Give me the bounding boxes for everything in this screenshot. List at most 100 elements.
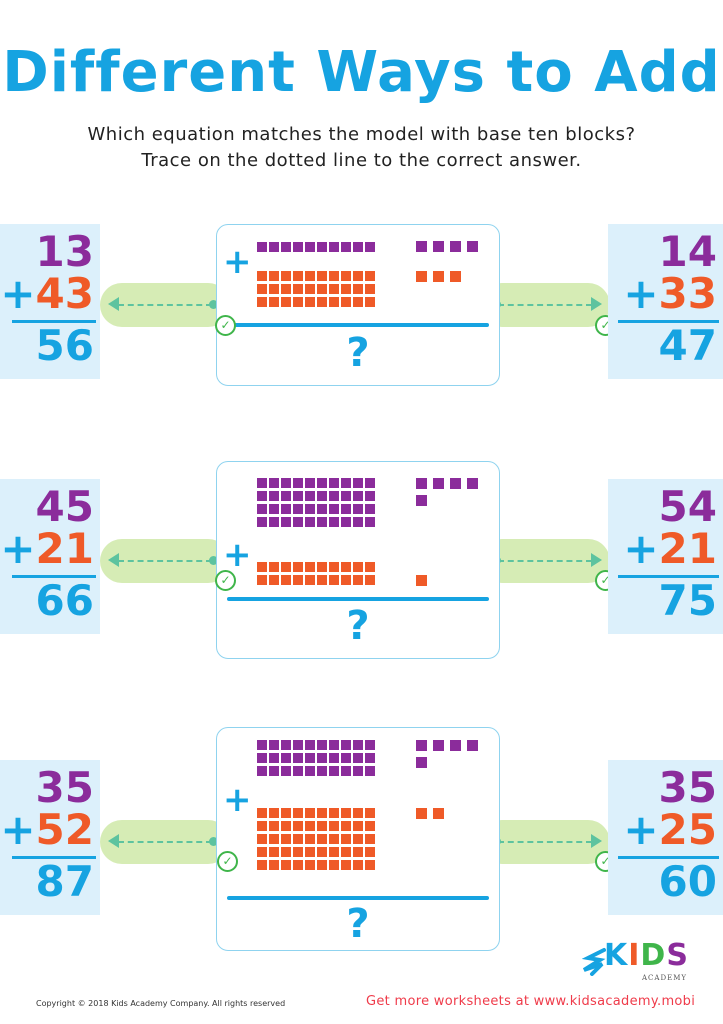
ten-rod <box>257 242 375 252</box>
addend-top: 54 <box>658 482 717 531</box>
plus-sign: + <box>623 805 659 854</box>
ten-rod <box>257 766 375 776</box>
addend-bottom: +21 <box>623 527 717 571</box>
arrow-left-icon <box>108 297 119 311</box>
left-trace-path-3[interactable] <box>100 820 230 864</box>
question-mark: ? <box>346 603 370 649</box>
dotted-line <box>498 560 592 562</box>
orange-tens-blocks <box>257 271 375 310</box>
addend-bottom-value: 33 <box>658 269 717 318</box>
instructions-line-2: Trace on the dotted line to the correct … <box>141 150 582 171</box>
left-trace-path-2[interactable] <box>100 539 230 583</box>
orange-ones-blocks <box>416 575 486 586</box>
equation-rule <box>618 320 719 323</box>
purple-ones-blocks <box>416 478 486 506</box>
ten-rod <box>257 478 375 488</box>
plus-sign: + <box>0 805 36 854</box>
logo-letter-s: S <box>666 938 689 973</box>
ten-rod <box>257 847 375 857</box>
sum: 66 <box>35 576 94 625</box>
sum-line <box>227 597 489 601</box>
left-equation-1[interactable]: 13 +43 56 <box>0 224 100 379</box>
addend-top: 14 <box>658 227 717 276</box>
ten-rod <box>257 504 375 514</box>
page-title: Different Ways to Add <box>2 40 721 105</box>
equation-rule <box>12 575 96 578</box>
dotted-line <box>498 841 592 843</box>
equation-rule <box>12 320 96 323</box>
plus-sign: + <box>0 269 36 318</box>
worksheets-link[interactable]: Get more worksheets at www.kidsacademy.m… <box>366 994 696 1009</box>
arrow-left-icon <box>108 834 119 848</box>
equation-rule <box>618 856 719 859</box>
kids-academy-logo[interactable]: KIDS ACADEMY <box>582 938 692 988</box>
ten-rod <box>257 284 375 294</box>
ten-rod <box>257 562 375 572</box>
plus-sign: + <box>623 524 659 573</box>
dotted-line <box>118 841 212 843</box>
purple-tens-blocks <box>257 242 375 255</box>
ten-rod <box>257 821 375 831</box>
plus-icon: + <box>223 242 252 282</box>
left-equation-2[interactable]: 45 +21 66 <box>0 479 100 634</box>
right-equation-3[interactable]: 35 +25 60 <box>608 760 723 915</box>
addend-bottom-value: 21 <box>658 524 717 573</box>
plus-sign: + <box>623 269 659 318</box>
ten-rod <box>257 808 375 818</box>
right-equation-1[interactable]: 14 +33 47 <box>608 224 723 379</box>
check-icon[interactable]: ✓ <box>215 570 236 591</box>
ten-rod <box>257 271 375 281</box>
right-trace-path-3[interactable] <box>480 820 610 864</box>
addend-bottom-value: 52 <box>35 805 94 854</box>
sum: 87 <box>35 857 94 906</box>
dotted-line <box>118 304 212 306</box>
plus-sign: + <box>0 524 36 573</box>
ten-rod <box>257 753 375 763</box>
left-equation-3[interactable]: 35 +52 87 <box>0 760 100 915</box>
logo-letter-d: D <box>640 938 667 973</box>
right-trace-path-2[interactable] <box>480 539 610 583</box>
right-trace-path-1[interactable] <box>480 283 610 327</box>
addend-bottom: +52 <box>0 808 94 852</box>
purple-ones-blocks <box>416 740 486 768</box>
arrow-right-icon <box>591 553 602 567</box>
start-dot-icon <box>209 837 218 846</box>
question-mark: ? <box>346 901 370 947</box>
base-ten-model-2: + ? <box>216 461 500 659</box>
ten-rod <box>257 297 375 307</box>
addend-bottom: +33 <box>623 272 717 316</box>
ten-rod <box>257 740 375 750</box>
base-ten-model-1: + ? <box>216 224 500 386</box>
splash-icon <box>582 948 606 976</box>
ten-rod <box>257 834 375 844</box>
addend-bottom-value: 25 <box>658 805 717 854</box>
orange-tens-blocks <box>257 808 375 873</box>
start-dot-icon <box>209 300 218 309</box>
addend-bottom: +25 <box>623 808 717 852</box>
arrow-right-icon <box>591 297 602 311</box>
right-equation-2[interactable]: 54 +21 75 <box>608 479 723 634</box>
purple-ones-blocks <box>416 241 486 252</box>
check-icon[interactable]: ✓ <box>217 851 238 872</box>
orange-ones-blocks <box>416 808 486 819</box>
copyright: Copyright © 2018 Kids Academy Company. A… <box>36 999 286 1008</box>
orange-tens-blocks <box>257 562 375 588</box>
base-ten-model-3: + ? <box>216 727 500 951</box>
ten-rod <box>257 491 375 501</box>
question-mark: ? <box>346 330 370 376</box>
check-icon[interactable]: ✓ <box>215 315 236 336</box>
sum: 47 <box>658 321 717 370</box>
ten-rod <box>257 575 375 585</box>
dotted-line <box>498 304 592 306</box>
sum: 60 <box>658 857 717 906</box>
addend-bottom-value: 43 <box>35 269 94 318</box>
sum-line <box>227 323 489 327</box>
start-dot-icon <box>209 556 218 565</box>
logo-text: KIDS <box>604 938 689 973</box>
logo-letter-k: K <box>604 938 629 973</box>
sum: 75 <box>658 576 717 625</box>
ten-rod <box>257 860 375 870</box>
plus-icon: + <box>223 535 252 575</box>
left-trace-path-1[interactable] <box>100 283 230 327</box>
addend-bottom-value: 21 <box>35 524 94 573</box>
